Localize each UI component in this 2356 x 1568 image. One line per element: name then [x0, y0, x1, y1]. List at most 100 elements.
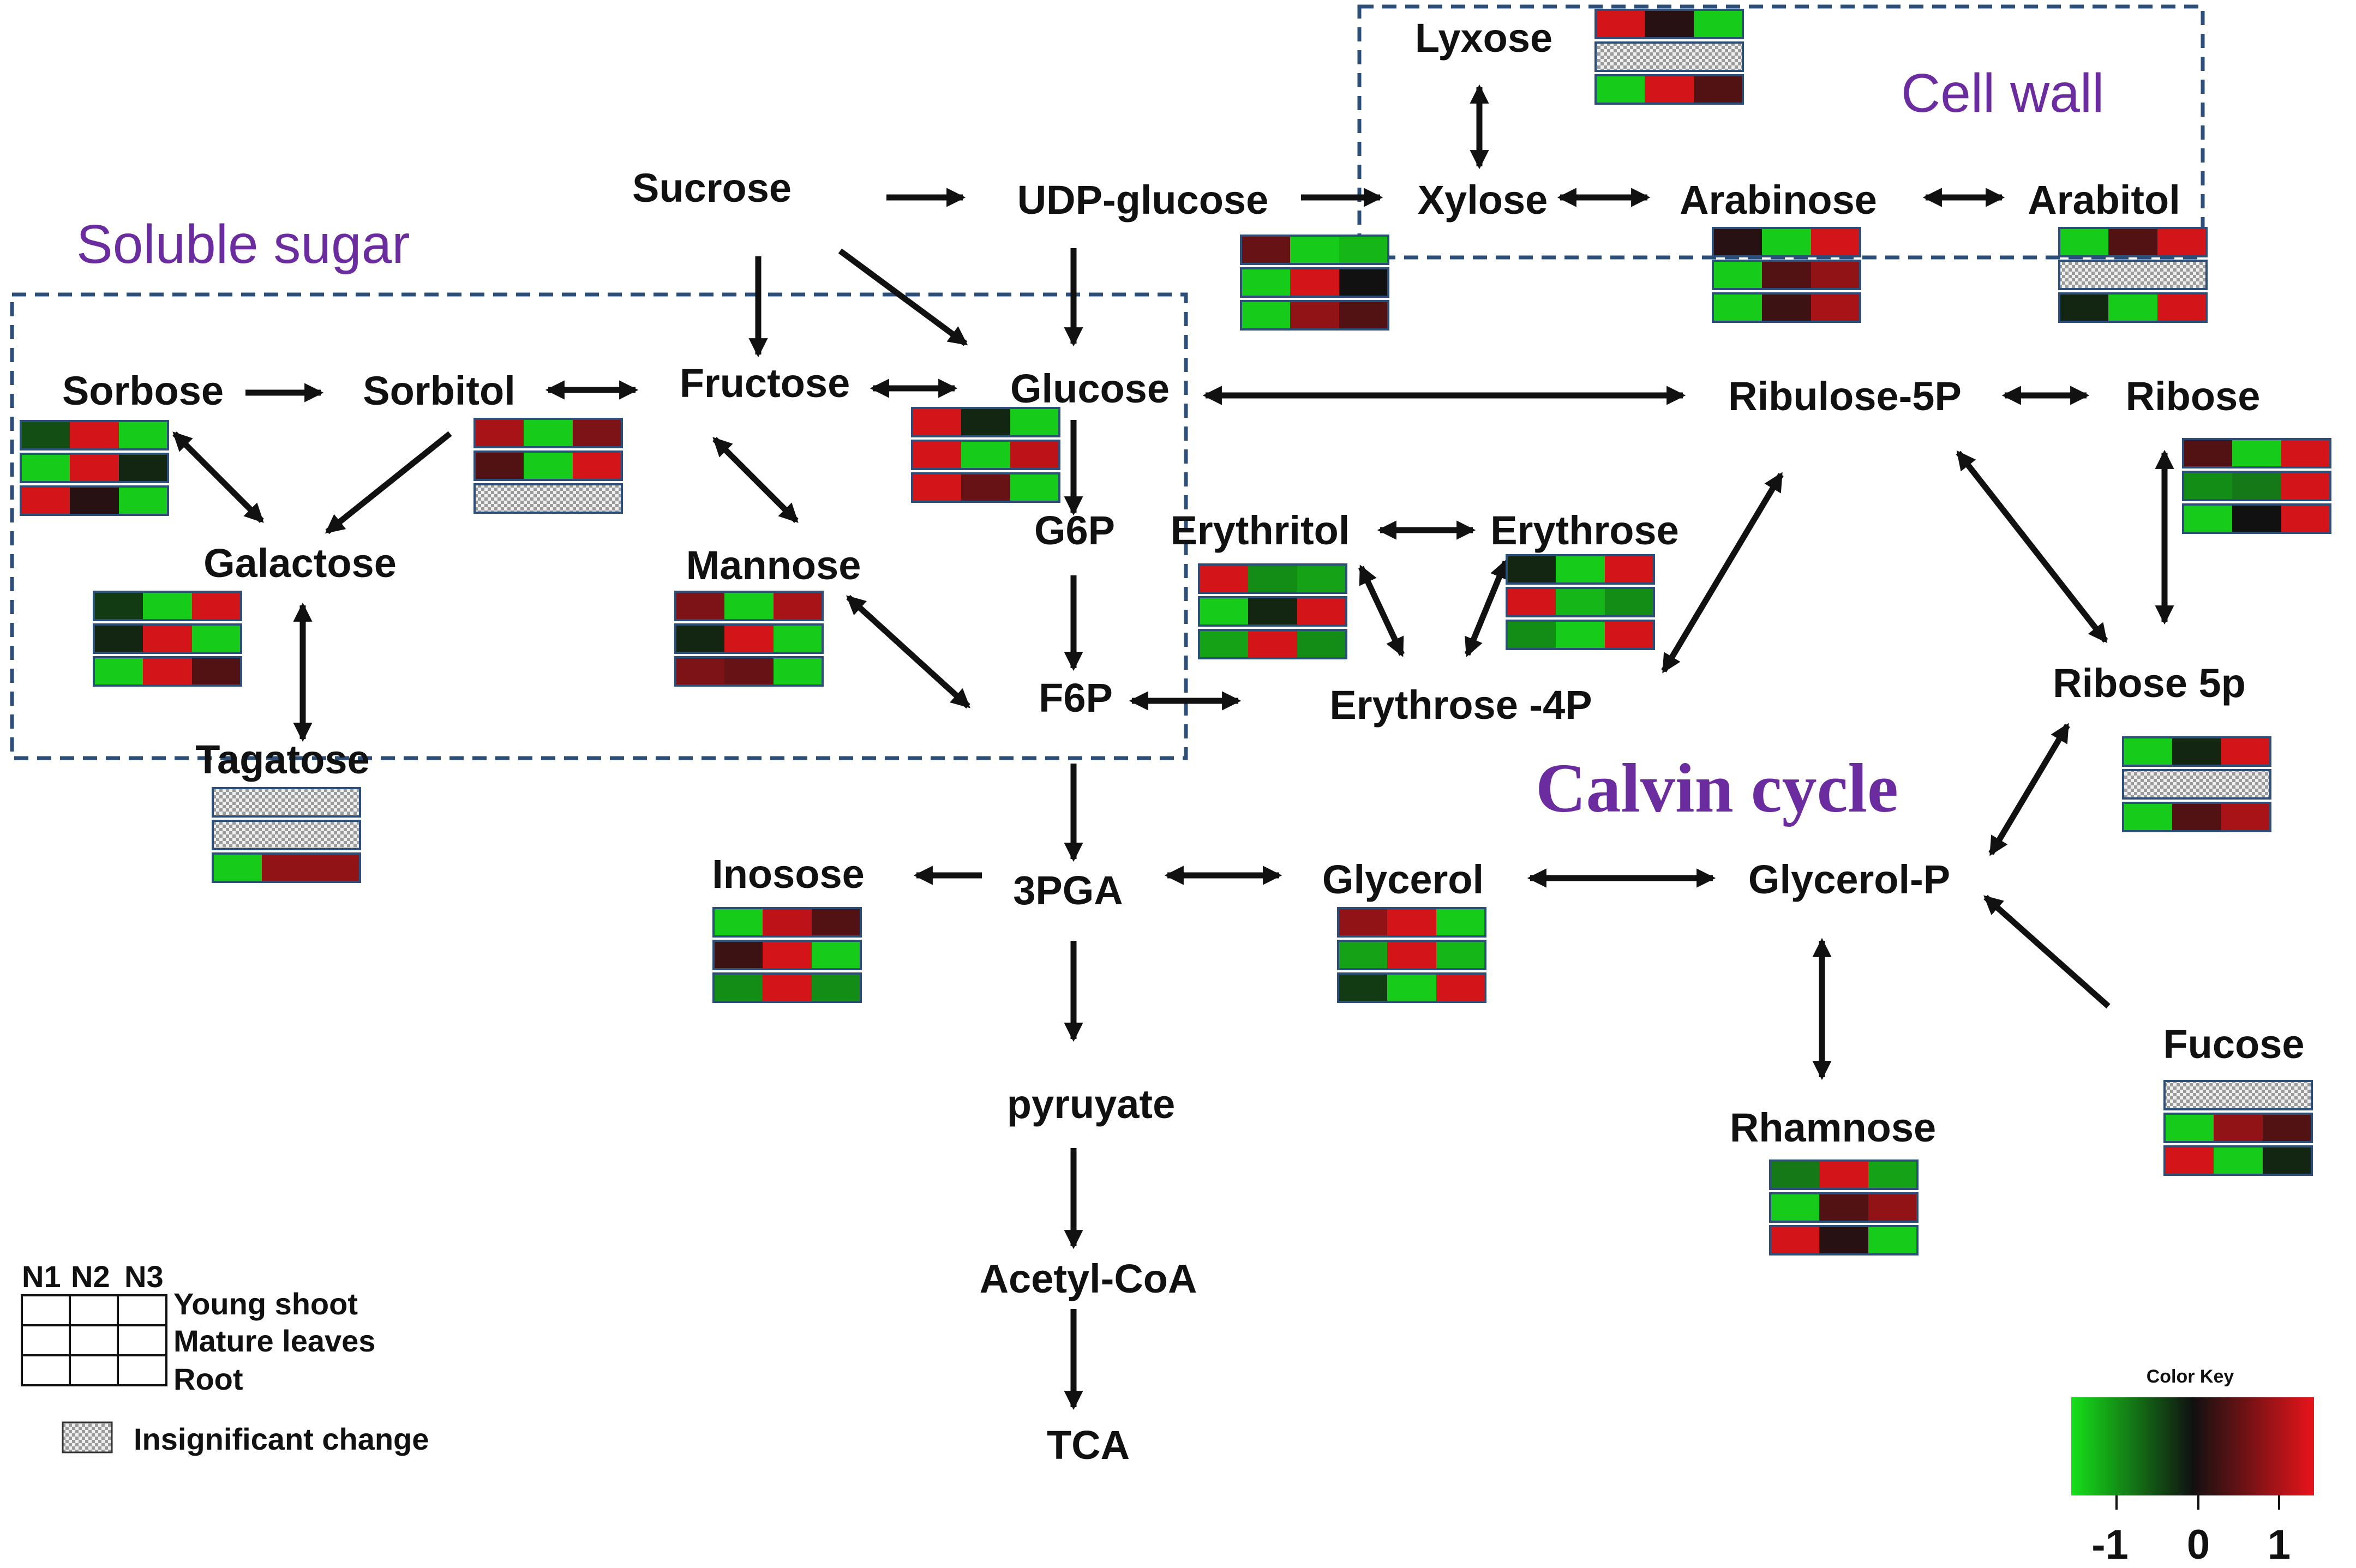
- heatmap-row-frame: [1769, 1160, 1919, 1190]
- heatmap-cell: [724, 624, 774, 653]
- heatmap-cell: [1605, 588, 1654, 616]
- heatmap-cell: [2183, 472, 2232, 500]
- heatmap-cell: [1507, 555, 1556, 584]
- heatmap-ribose-5p: [2122, 736, 2271, 832]
- heatmap-cell: [912, 408, 961, 436]
- heatmap-cell: [94, 624, 143, 653]
- heatmap-cell: [1770, 1226, 1819, 1254]
- heatmap-cell: [1868, 1226, 1917, 1254]
- heatmap-cell: [311, 788, 360, 816]
- heatmap-row-frame: [2182, 438, 2331, 468]
- cell-wall-label: Cell wall: [1901, 63, 2104, 124]
- heatmap-cell: [2221, 803, 2270, 831]
- heatmap-row-frame: [2058, 227, 2208, 257]
- heatmap-row-frame: [911, 440, 1060, 470]
- color-key-max: 1: [2268, 1522, 2291, 1568]
- legend-col-n3: N3: [124, 1259, 164, 1294]
- heatmap-cell: [763, 908, 812, 936]
- heatmap-cell: [192, 657, 241, 686]
- arrow-mannose-f6p: [846, 594, 970, 709]
- heatmap-cell: [763, 941, 812, 969]
- heatmap-cell: [812, 974, 861, 1002]
- heatmap-cell: [1387, 941, 1436, 969]
- heatmap-row-frame: [2122, 736, 2271, 767]
- node-rhamnose: Rhamnose: [1730, 1105, 1936, 1150]
- heatmap-cell: [912, 441, 961, 469]
- heatmap-cell: [2232, 439, 2281, 467]
- heatmap-cell: [475, 484, 524, 513]
- heatmap-cell: [573, 452, 622, 480]
- heatmap-cell: [2221, 770, 2270, 798]
- heatmap-cell: [311, 821, 360, 849]
- heatmap-cell: [1297, 564, 1346, 593]
- node-arabitol: Arabitol: [2028, 177, 2180, 223]
- heatmap-cell: [213, 854, 262, 882]
- heatmap-cell: [1338, 974, 1387, 1002]
- heatmap-cell: [1596, 43, 1645, 71]
- heatmap-row-frame: [1240, 267, 1389, 298]
- heatmap-row-frame: [1506, 554, 1655, 585]
- heatmap-cell: [524, 419, 573, 447]
- color-key-ticks: [2115, 1495, 2280, 1510]
- node-glucose: Glucose: [1010, 366, 1170, 411]
- heatmap-row-frame: [212, 787, 361, 818]
- heatmap-cell: [714, 974, 763, 1002]
- arrow-fructose-mannose: [712, 437, 799, 523]
- heatmap-cell: [1556, 588, 1605, 616]
- node-inosose: Inosose: [712, 851, 865, 897]
- heatmap-row-frame: [1337, 940, 1486, 970]
- heatmap-cell: [1819, 1193, 1868, 1222]
- heatmap-row-frame: [712, 940, 862, 970]
- heatmap-row-frame: [1337, 907, 1486, 938]
- legend: N1 N2 N3 Young shoot Mature leaves Root …: [21, 1259, 429, 1456]
- color-key-min: -1: [2091, 1522, 2129, 1568]
- heatmap-erythritol: [1198, 563, 1347, 659]
- node-fucose: Fucose: [2163, 1022, 2304, 1067]
- heatmap-cell: [1596, 75, 1645, 104]
- heatmap-cell: [311, 854, 360, 882]
- heatmap-cell: [2232, 472, 2281, 500]
- heatmap-cell: [961, 441, 1010, 469]
- heatmap-cell: [2281, 439, 2330, 467]
- heatmap-row-frame: [712, 907, 862, 938]
- heatmap-cell: [2263, 1146, 2312, 1175]
- heatmap-cell: [774, 592, 823, 620]
- heatmap-row-frame: [1506, 620, 1655, 650]
- heatmap-row-frame: [20, 485, 169, 516]
- heatmap-inosose: [712, 907, 862, 1003]
- heatmap-cell: [2165, 1081, 2214, 1109]
- heatmap-cell: [119, 486, 168, 515]
- heatmap-row-frame: [2182, 503, 2331, 534]
- heatmap-cell: [1387, 974, 1436, 1002]
- heatmap-cell: [1762, 228, 1811, 256]
- heatmap-cell: [2157, 228, 2207, 256]
- heatmap-cell: [475, 452, 524, 480]
- heatmap-cell: [1770, 1193, 1819, 1222]
- heatmap-udp-glucose: [1240, 235, 1389, 331]
- heatmap-cell: [812, 941, 861, 969]
- heatmap-cell: [675, 592, 724, 620]
- soluble-sugar-region-box: [10, 292, 1188, 760]
- heatmap-row-frame: [1769, 1225, 1919, 1255]
- node-arabinose: Arabinose: [1680, 177, 1877, 223]
- heatmap-cell: [2263, 1081, 2312, 1109]
- heatmap-cell: [1339, 301, 1388, 329]
- legend-row-root: Root: [173, 1362, 243, 1396]
- heatmap-row-frame: [1337, 972, 1486, 1003]
- heatmap-cell: [2108, 228, 2157, 256]
- heatmap-row-frame: [1594, 9, 1744, 39]
- heatmap-row-frame: [1712, 227, 1861, 257]
- heatmap-cell: [143, 657, 192, 686]
- heatmap-cell: [1694, 75, 1743, 104]
- heatmap-cell: [2157, 261, 2207, 289]
- color-key-gradient: [2071, 1397, 2314, 1495]
- node-acetyl-coa: Acetyl-CoA: [980, 1256, 1197, 1301]
- arrow-ribulose5p-ribose5p: [1956, 450, 2108, 644]
- node-fructose: Fructose: [680, 361, 850, 406]
- heatmap-cell: [1199, 630, 1248, 658]
- heatmap-cell: [119, 421, 168, 449]
- heatmap-cell: [2165, 1114, 2214, 1142]
- arrow-sorbose-galactose: [172, 431, 264, 523]
- arrow-erythrose4p-ribulose5p: [1661, 472, 1784, 674]
- heatmap-cell: [714, 941, 763, 969]
